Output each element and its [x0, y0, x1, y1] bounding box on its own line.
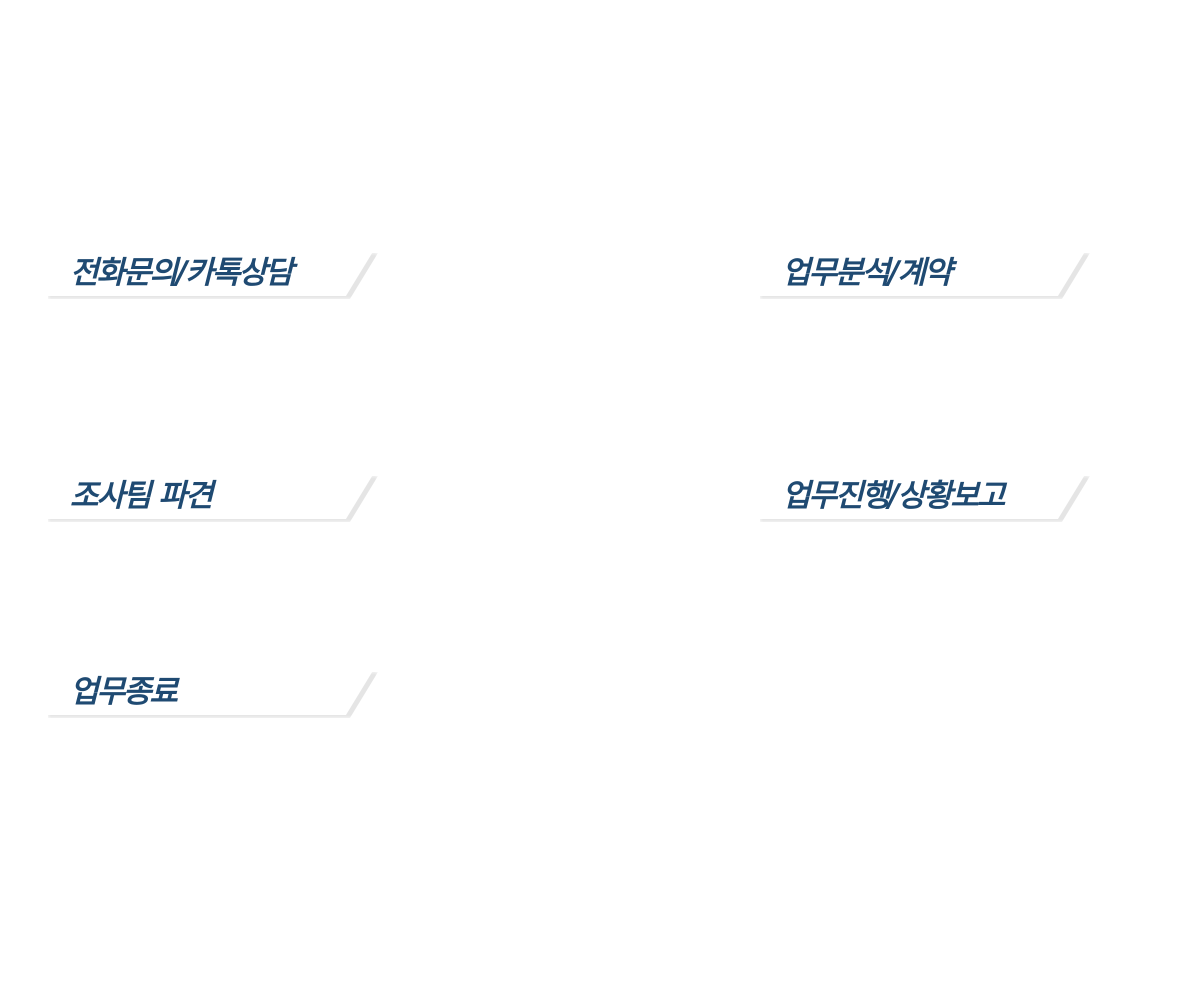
step-tab	[756, 473, 1086, 519]
step-phone-inquiry: 전화문의/카톡상담	[44, 250, 378, 299]
step-analysis-contract: 업무분석/계약	[756, 250, 1090, 299]
step-label: 전화문의/카톡상담	[70, 255, 293, 291]
step-completion: 업무종료	[44, 669, 378, 718]
step-label: 업무진행/상황보고	[782, 478, 1005, 514]
step-team-dispatch: 조사팀 파견	[44, 473, 378, 522]
step-label: 조사팀 파견	[70, 478, 213, 514]
step-label: 업무분석/계약	[782, 255, 952, 291]
step-tab	[756, 250, 1086, 296]
step-tab	[44, 669, 374, 715]
step-tab	[44, 250, 374, 296]
step-tab	[44, 473, 374, 519]
step-progress-report: 업무진행/상황보고	[756, 473, 1090, 522]
step-label: 업무종료	[70, 674, 178, 710]
